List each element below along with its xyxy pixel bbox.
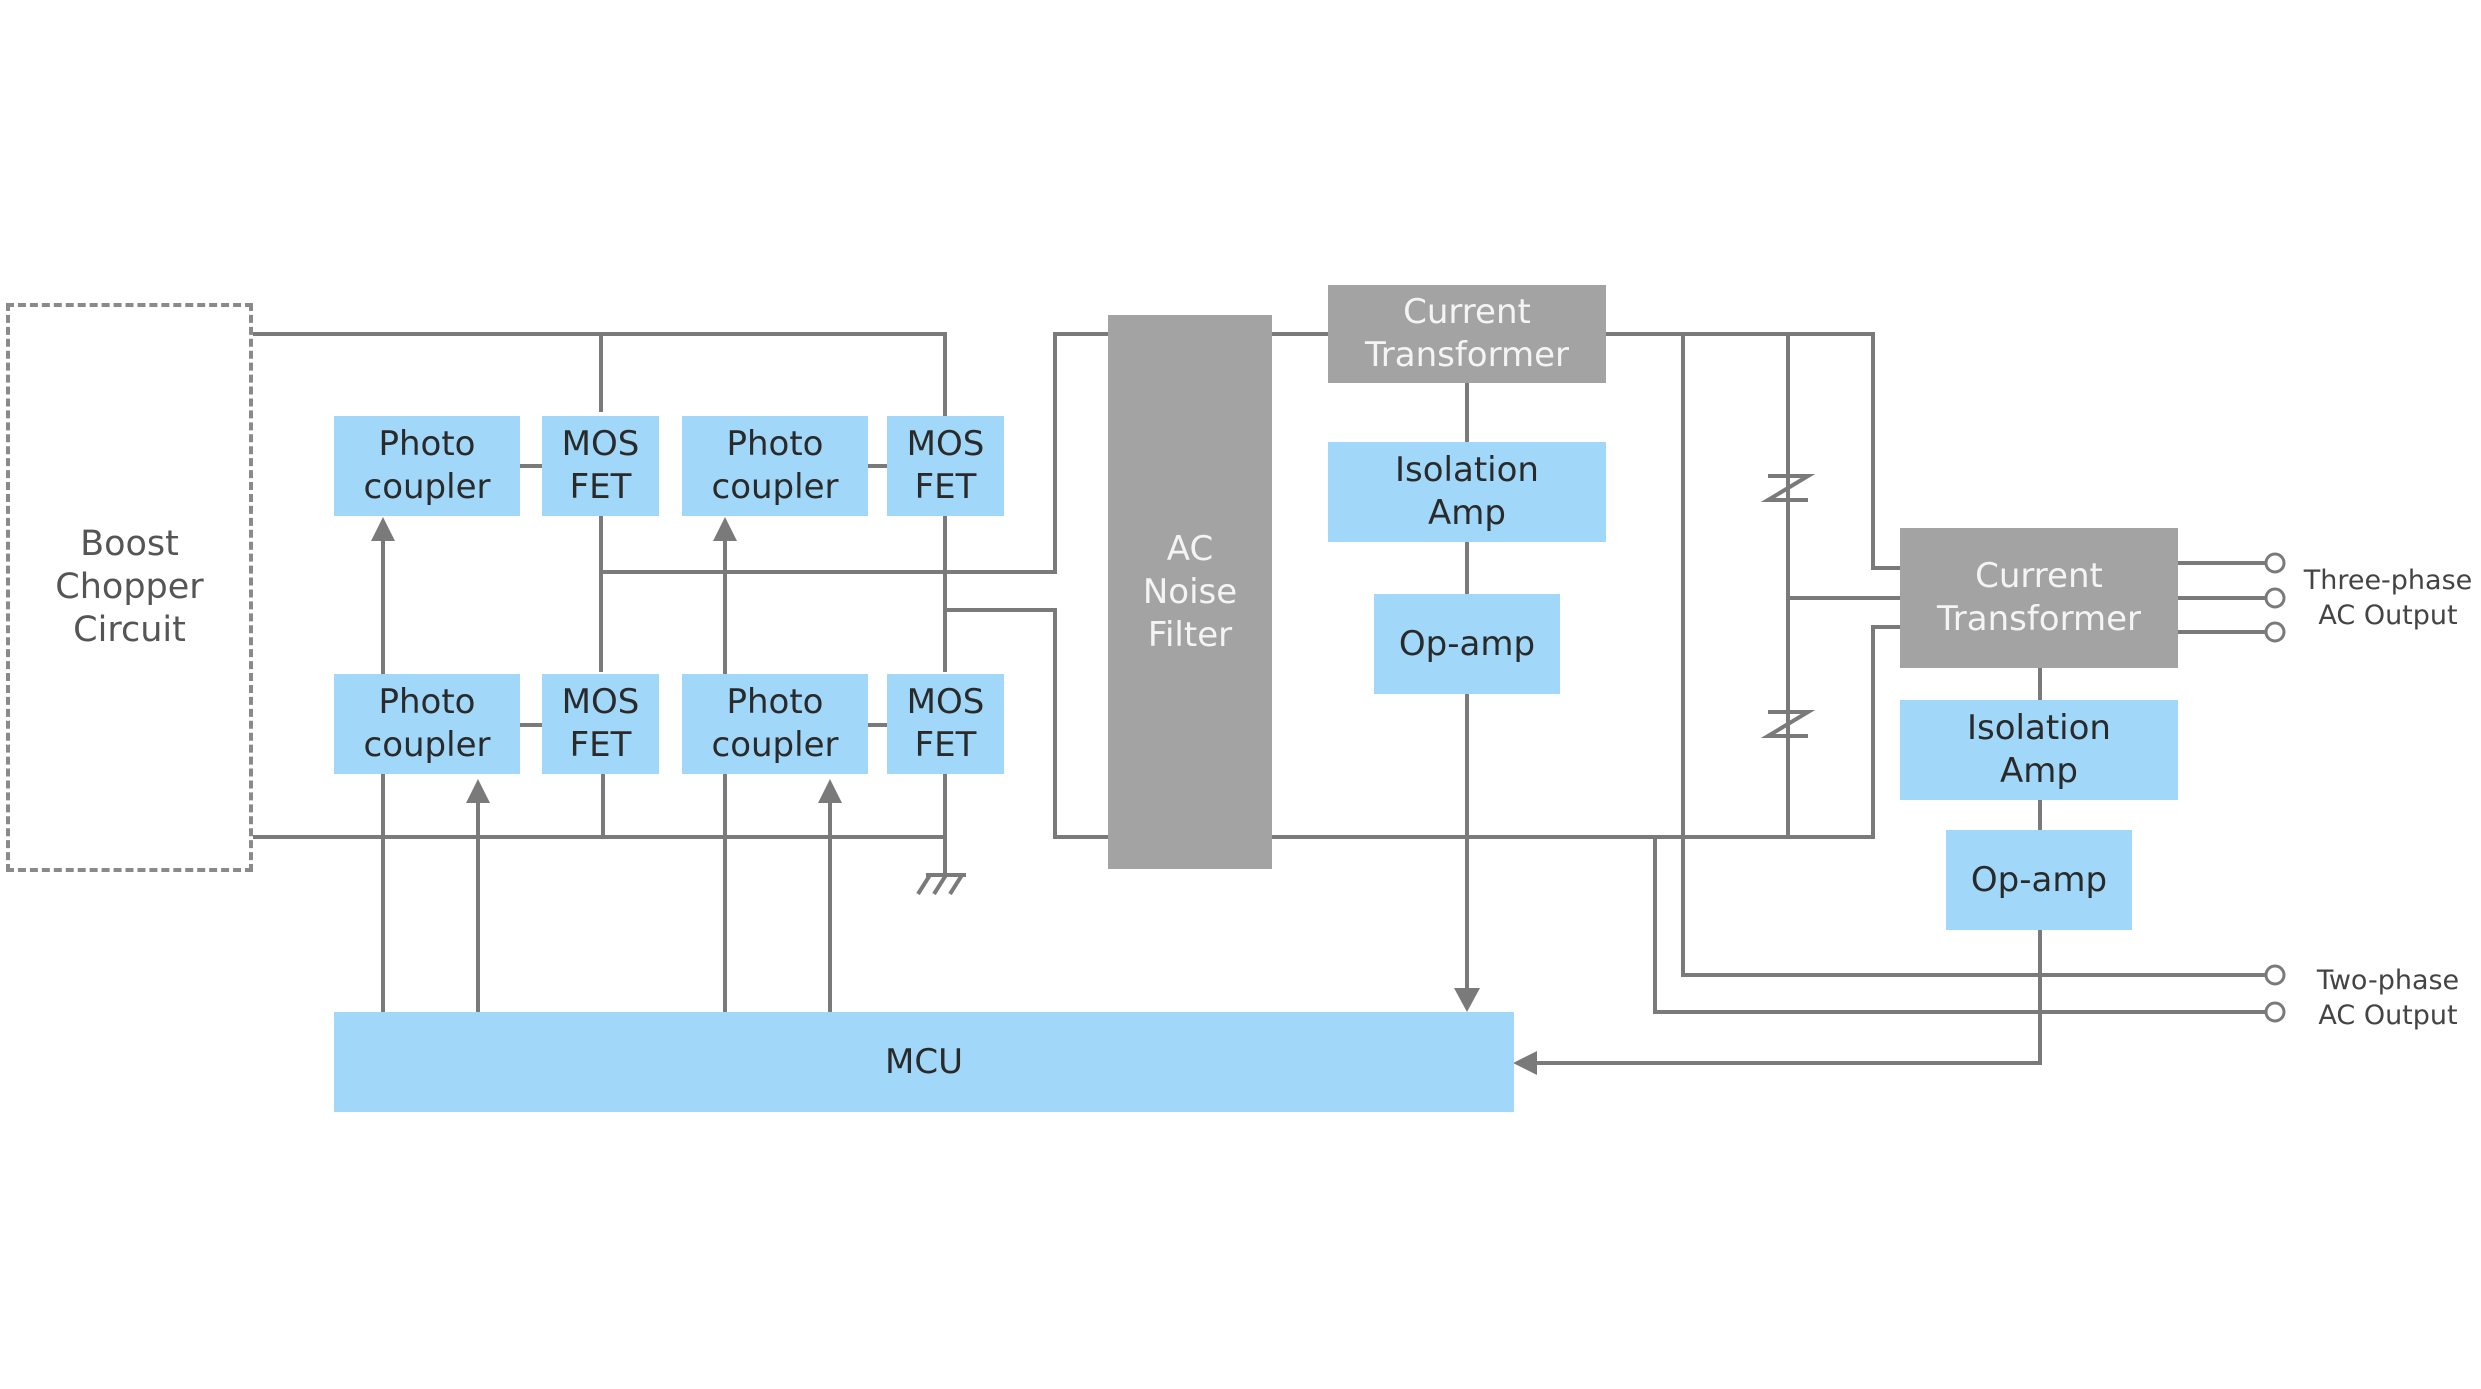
photocoupler-label: Photo coupler <box>363 682 491 765</box>
op-amp-2: Op-amp <box>1946 830 2132 930</box>
arrow-icon <box>818 779 842 803</box>
photocoupler-bottom-1: Photo coupler <box>334 674 520 774</box>
mosfet-bottom-2: MOS FET <box>887 674 1004 774</box>
arrow-icon <box>371 517 395 541</box>
isolation-amp-1: Isolation Amp <box>1328 442 1606 542</box>
two-phase-b-wire <box>1653 837 2265 1014</box>
mosfet-bottom-1: MOS FET <box>542 674 659 774</box>
filter-bottom-out-wire <box>1272 625 1900 839</box>
mcu-label: MCU <box>885 1041 963 1082</box>
current-transformer-1: Current Transformer <box>1328 285 1606 383</box>
ct1-out-wire <box>1606 332 1900 570</box>
mosfet-label: MOS FET <box>561 682 640 765</box>
mosfet-label: MOS FET <box>561 424 640 507</box>
arrow-icon <box>1513 1051 1537 1075</box>
output-terminal-icon <box>2264 621 2286 643</box>
op-amp-1: Op-amp <box>1374 594 1560 694</box>
op-amp-label: Op-amp <box>1970 859 2108 900</box>
current-transformer-label: Current Transformer <box>1936 556 2142 639</box>
bottom-bus-wire <box>253 835 947 875</box>
mosfet-label: MOS FET <box>906 424 985 507</box>
ac-noise-filter: AC Noise Filter <box>1108 315 1272 869</box>
output-terminal-icon <box>2264 587 2286 609</box>
opamp2-to-mcu-wire <box>1535 930 2042 1065</box>
arrow-icon <box>466 779 490 803</box>
isolation-amp-label: Isolation Amp <box>1967 708 2111 791</box>
arrow-icon <box>1454 988 1480 1012</box>
photocoupler-bottom-2: Photo coupler <box>682 674 868 774</box>
mosfet-top-2: MOS FET <box>887 416 1004 516</box>
output-terminal-icon <box>2264 552 2286 574</box>
mcu: MCU <box>334 1012 1514 1112</box>
photocoupler-top-1: Photo coupler <box>334 416 520 516</box>
photocoupler-top-2: Photo coupler <box>682 416 868 516</box>
output-terminal-icon <box>2264 1001 2286 1023</box>
capacitor-icon <box>1760 710 1816 738</box>
mosfet-label: MOS FET <box>906 682 985 765</box>
output-terminal-icon <box>2264 964 2286 986</box>
phase-a-wire <box>601 332 1108 574</box>
op-amp-label: Op-amp <box>1398 623 1536 664</box>
current-transformer-label: Current Transformer <box>1364 292 1570 375</box>
capacitor-icon <box>1760 474 1816 502</box>
ground-icon <box>916 873 966 896</box>
three-phase-output-label: Three-phase AC Output <box>2303 565 2473 631</box>
phase-b-wire <box>945 608 1108 839</box>
boost-chopper-label: Boost Chopper Circuit <box>55 524 204 650</box>
photocoupler-label: Photo coupler <box>711 682 839 765</box>
ac-noise-filter-label: AC Noise Filter <box>1142 528 1238 655</box>
photocoupler-label: Photo coupler <box>363 424 491 507</box>
photocoupler-label: Photo coupler <box>711 424 839 507</box>
mosfet-top-1: MOS FET <box>542 416 659 516</box>
isolation-amp-label: Isolation Amp <box>1395 450 1539 533</box>
tap-left-wire <box>1681 334 2265 977</box>
boost-chopper-circuit: Boost Chopper Circuit <box>6 303 253 872</box>
arrow-icon <box>713 517 737 541</box>
isolation-amp-2: Isolation Amp <box>1900 700 2178 800</box>
current-transformer-2: Current Transformer <box>1900 528 2178 668</box>
two-phase-output-label: Two-phase AC Output <box>2316 965 2460 1031</box>
